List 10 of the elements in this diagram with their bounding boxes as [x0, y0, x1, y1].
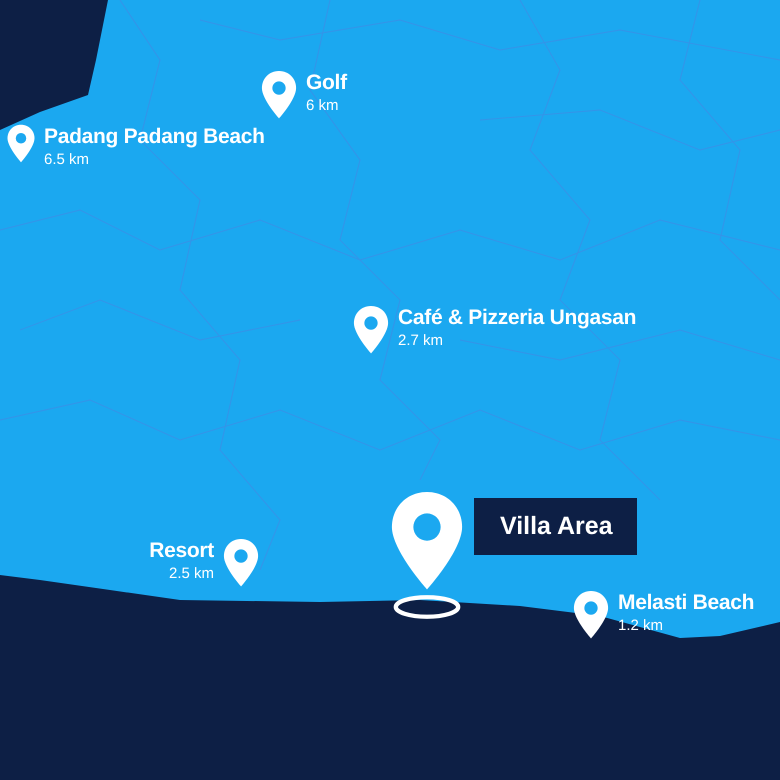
distance-label: 2.7 km: [398, 331, 444, 351]
place-name: Resort: [149, 538, 214, 564]
place-name: Golf: [306, 70, 347, 96]
distance-label: 2.5 km: [168, 564, 214, 584]
place-name: Padang Padang Beach: [44, 124, 265, 150]
place-name: Melasti Beach: [618, 590, 754, 616]
distance-label: 6 km: [306, 96, 340, 116]
distance-label: 6.5 km: [44, 150, 90, 170]
location-label: Villa Area: [474, 498, 637, 555]
place-name: Café & Pizzeria Ungasan: [398, 305, 636, 331]
